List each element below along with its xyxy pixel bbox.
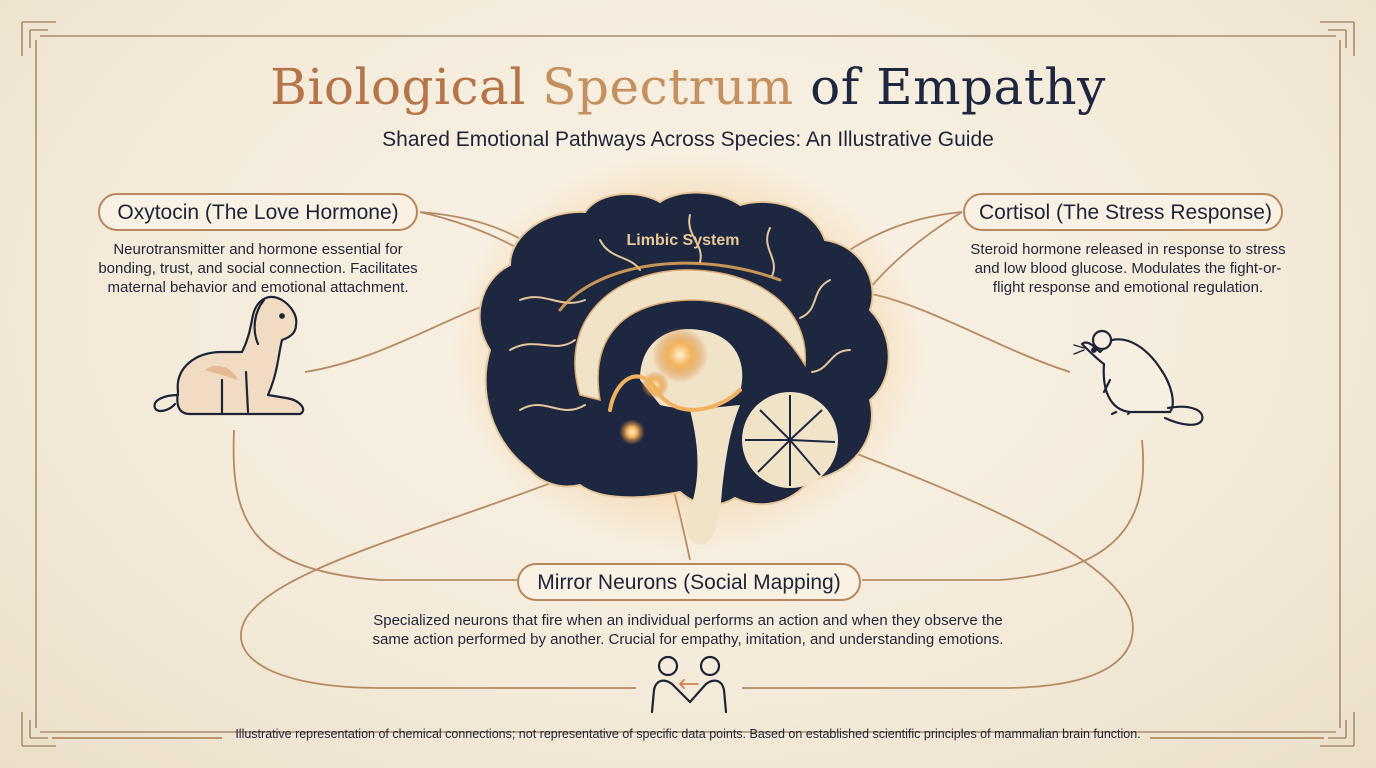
title-part-biological: Biological <box>270 58 526 116</box>
cortisol-description-line: and low blood glucose. Modulates the fig… <box>974 260 1282 277</box>
line-rat-mirror <box>862 439 1145 581</box>
mirror-neurons-label: Mirror Neurons (Social Mapping) <box>517 563 861 601</box>
line-left-loop <box>240 445 641 689</box>
oxytocin-description-line: Neurotransmitter and hormone essential f… <box>113 241 403 258</box>
page-title: Biological Spectrum of Empathy <box>0 58 1376 116</box>
cortisol-label: Cortisol (The Stress Response) <box>963 193 1283 231</box>
mirror-neurons-description: Specialized neurons that fire when an in… <box>340 611 1036 649</box>
rat-icon <box>1073 329 1204 426</box>
title-part-empathy: of Empathy <box>810 58 1106 116</box>
page-subtitle: Shared Emotional Pathways Across Species… <box>382 128 994 151</box>
cortisol-description-line: Steroid hormone released in response to … <box>970 241 1286 258</box>
cortisol-description-line: flight response and emotional regulation… <box>992 279 1264 296</box>
limbic-system-label: Limbic System <box>626 232 740 249</box>
brain-icon <box>448 150 928 550</box>
cortisol-description: Steroid hormone released in response to … <box>948 240 1308 297</box>
people-interaction-icon <box>650 655 728 714</box>
oxytocin-label: Oxytocin (The Love Hormone) <box>98 193 418 231</box>
oxytocin-description-line: maternal behavior and emotional attachme… <box>107 279 409 296</box>
mirror-description-line: Specialized neurons that fire when an in… <box>373 612 1003 629</box>
mirror-description-line: same action performed by another. Crucia… <box>372 631 1004 648</box>
dog-icon <box>153 295 305 416</box>
line-dog-mirror <box>232 429 520 581</box>
oxytocin-description: Neurotransmitter and hormone essential f… <box>88 240 428 297</box>
footnote: Illustrative representation of chemical … <box>235 727 1141 741</box>
oxytocin-description-line: bonding, trust, and social connection. F… <box>98 260 418 277</box>
title-part-spectrum: Spectrum <box>542 58 794 116</box>
decorative-border <box>21 21 1355 747</box>
